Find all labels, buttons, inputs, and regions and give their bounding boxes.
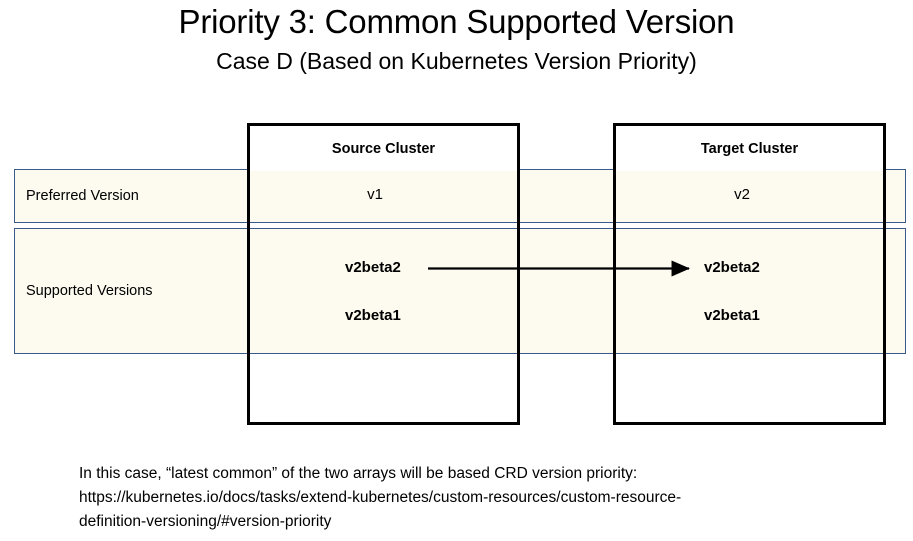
table-row-supported-versions: Supported Versions <box>14 228 906 354</box>
target-cluster-box: Target Cluster <box>613 123 886 425</box>
source-cluster-header: Source Cluster <box>250 126 517 171</box>
target-supported-version-0: v2beta2 <box>704 259 760 276</box>
source-cluster-empty-area <box>250 356 517 422</box>
row-label-preferred-version: Preferred Version <box>26 188 139 204</box>
title-block: Priority 3: Common Supported Version Cas… <box>0 2 913 76</box>
page-subtitle: Case D (Based on Kubernetes Version Prio… <box>216 48 697 74</box>
page-title: Priority 3: Common Supported Version <box>178 3 735 40</box>
table-row-preferred-version: Preferred Version <box>14 169 906 223</box>
target-cluster-header: Target Cluster <box>616 126 883 171</box>
footer-line-1: In this case, “latest common” of the two… <box>79 465 638 482</box>
target-preferred-version-value: v2 <box>734 186 750 203</box>
source-preferred-version-value: v1 <box>367 186 383 203</box>
source-supported-version-1: v2beta1 <box>345 307 401 324</box>
source-cluster-box: Source Cluster <box>247 123 520 425</box>
source-supported-version-0: v2beta2 <box>345 259 401 276</box>
footer-note: In this case, “latest common” of the two… <box>79 462 869 534</box>
footer-line-3: definition-versioning/#version-priority <box>79 513 332 530</box>
version-mapping-arrow-icon <box>428 260 690 277</box>
footer-line-2: https://kubernetes.io/docs/tasks/extend-… <box>79 489 682 506</box>
target-cluster-empty-area <box>616 356 883 422</box>
target-supported-version-1: v2beta1 <box>704 307 760 324</box>
row-label-supported-versions: Supported Versions <box>26 283 153 299</box>
